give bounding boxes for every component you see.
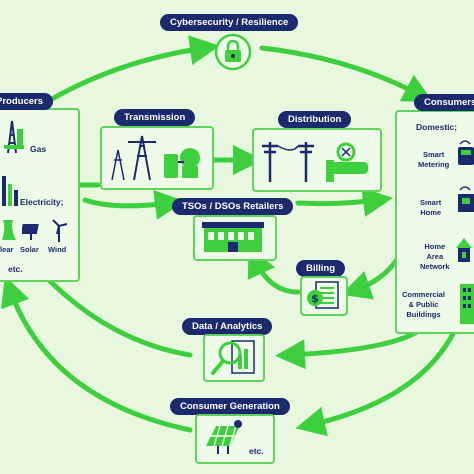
consumer-generation-label: Consumer Generation [170, 398, 290, 415]
consumers-commercial-label: Commercial & Public Buildings [402, 290, 445, 319]
producers-etc-label: etc. [8, 264, 23, 274]
consumers-smart-metering-label: Smart Metering [418, 150, 450, 169]
consumers-smart-home-label: Smart Home [420, 198, 442, 217]
arc-producers-to-cyber [47, 35, 220, 103]
arrow-consumers-to-billing [340, 252, 403, 300]
consumers-label: Consumers [414, 94, 474, 111]
solar-panel-icon [206, 420, 242, 454]
distribution-label: Distribution [278, 111, 352, 128]
transmission-label: Transmission [114, 109, 196, 126]
utility-pole-icon [262, 142, 368, 182]
magnifier-chart-icon [211, 340, 255, 375]
arrow-to-tsos [82, 190, 185, 220]
arc-cyber-to-consumers [259, 45, 434, 103]
smart-home-icon [458, 186, 474, 212]
consumers-han-label: Home Area Network [420, 242, 450, 271]
solar-panel-icon [22, 224, 39, 240]
arrow-billing-to-tsos [247, 246, 301, 295]
oil-rig-icon [4, 120, 24, 154]
power-pylon-icon [111, 135, 200, 181]
home-network-icon [456, 238, 472, 262]
nuclear-plant-icon [2, 220, 16, 240]
producers-gas-label: Gas [30, 144, 47, 154]
arrow-tsos-to-consumers [295, 187, 393, 217]
consumer-generation-etc-label: etc. [249, 446, 264, 456]
arrow-generation-to-producers [1, 275, 193, 433]
smart-meter-icon [458, 140, 474, 165]
producers-wind-label: Wind [48, 245, 67, 254]
producers-solar-label: Solar [20, 245, 39, 254]
building-icon [202, 222, 264, 252]
consumers-domestic-label: Domestic; [416, 122, 458, 132]
arrow-consumers-to-generation [295, 327, 458, 437]
producers-label: Producers [0, 93, 53, 110]
wind-turbine-icon [52, 219, 68, 242]
producers-nuclear-label: lear [0, 245, 14, 254]
svg-text:$: $ [311, 292, 319, 305]
factory-icon [2, 176, 18, 206]
invoice-icon: $ [307, 281, 339, 309]
cybersecurity-label: Cybersecurity / Resilience [160, 14, 299, 31]
office-building-icon [460, 284, 474, 324]
tsos-retailers-label: TSOs / DSOs Retailers [172, 198, 294, 215]
distribution-box [252, 128, 382, 192]
data-analytics-label: Data / Analytics [182, 318, 273, 335]
producers-electricity-label: Electricity; [20, 197, 64, 207]
arrow-consumers-to-data [275, 327, 423, 370]
lock-icon [214, 33, 252, 71]
billing-label: Billing [296, 260, 346, 277]
